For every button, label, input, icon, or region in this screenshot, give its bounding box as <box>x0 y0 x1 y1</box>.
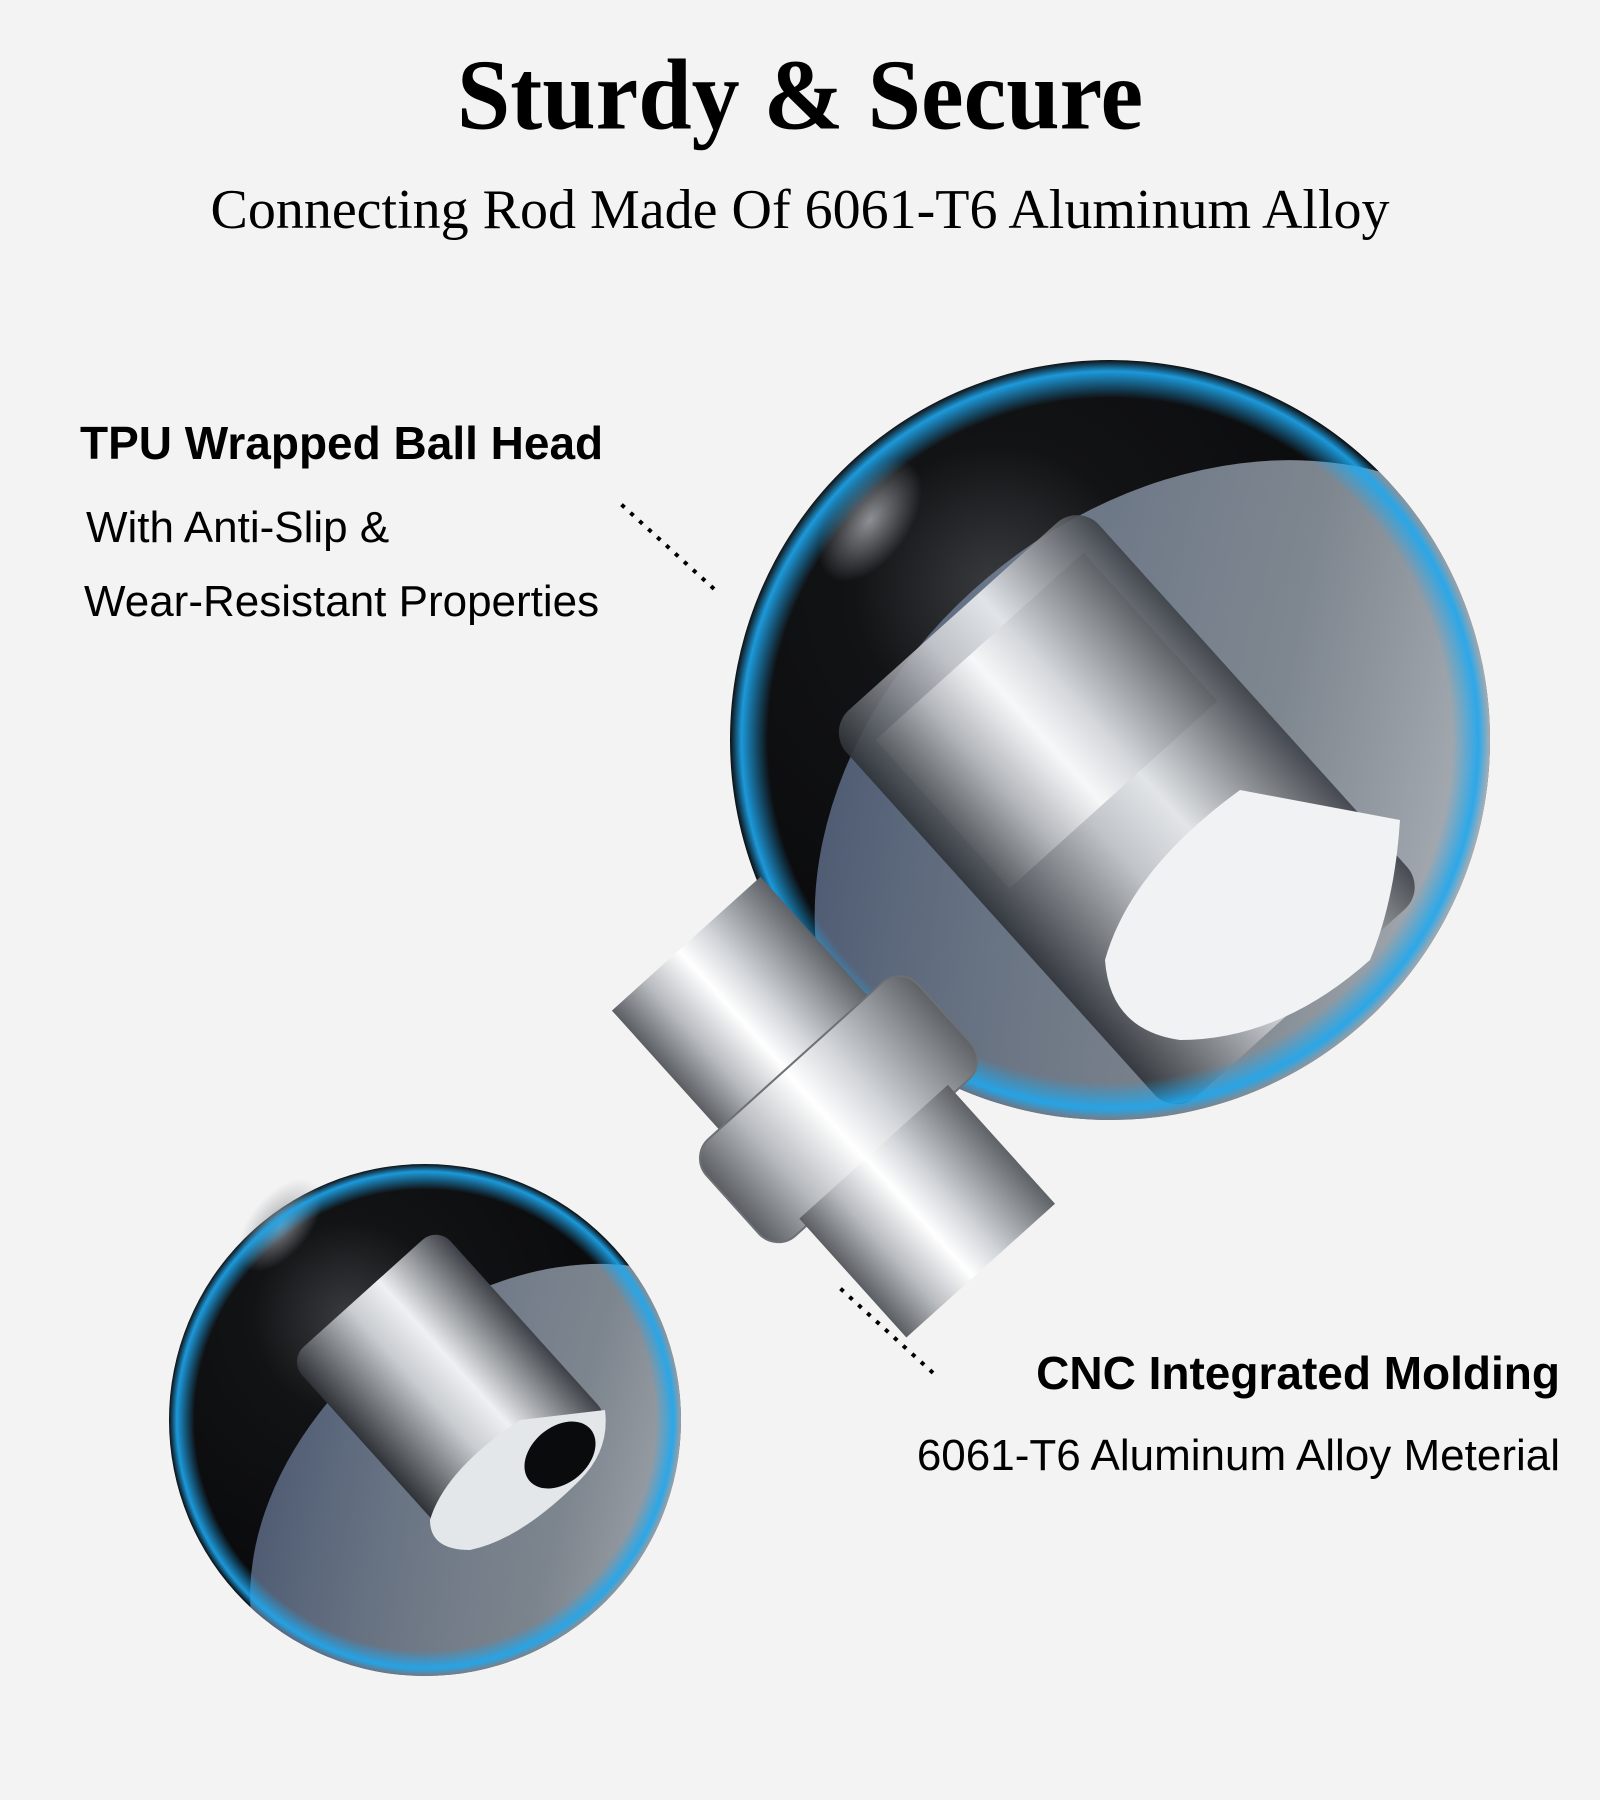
callout-ball-head: TPU Wrapped Ball Head With Anti-Slip & W… <box>80 415 603 639</box>
connecting-rod <box>611 876 1055 1338</box>
large-ball-head <box>730 360 1490 1120</box>
callout-heading: TPU Wrapped Ball Head <box>80 417 604 469</box>
small-ball-head <box>169 1164 681 1676</box>
page-subtitle: Connecting Rod Made Of 6061-T6 Aluminum … <box>210 179 1390 241</box>
leader-line-ball-head <box>620 503 716 591</box>
callout-line: Wear-Resistant Properties <box>84 577 600 626</box>
callout-line: 6061-T6 Aluminum Alloy Meterial <box>916 1431 1560 1480</box>
leader-line-cnc <box>839 1287 935 1375</box>
callout-line: With Anti-Slip & <box>86 503 390 552</box>
page-title: Sturdy & Secure <box>456 38 1144 151</box>
callout-heading: CNC Integrated Molding <box>1036 1347 1560 1399</box>
callout-cnc: CNC Integrated Molding 6061-T6 Aluminum … <box>917 1345 1560 1493</box>
